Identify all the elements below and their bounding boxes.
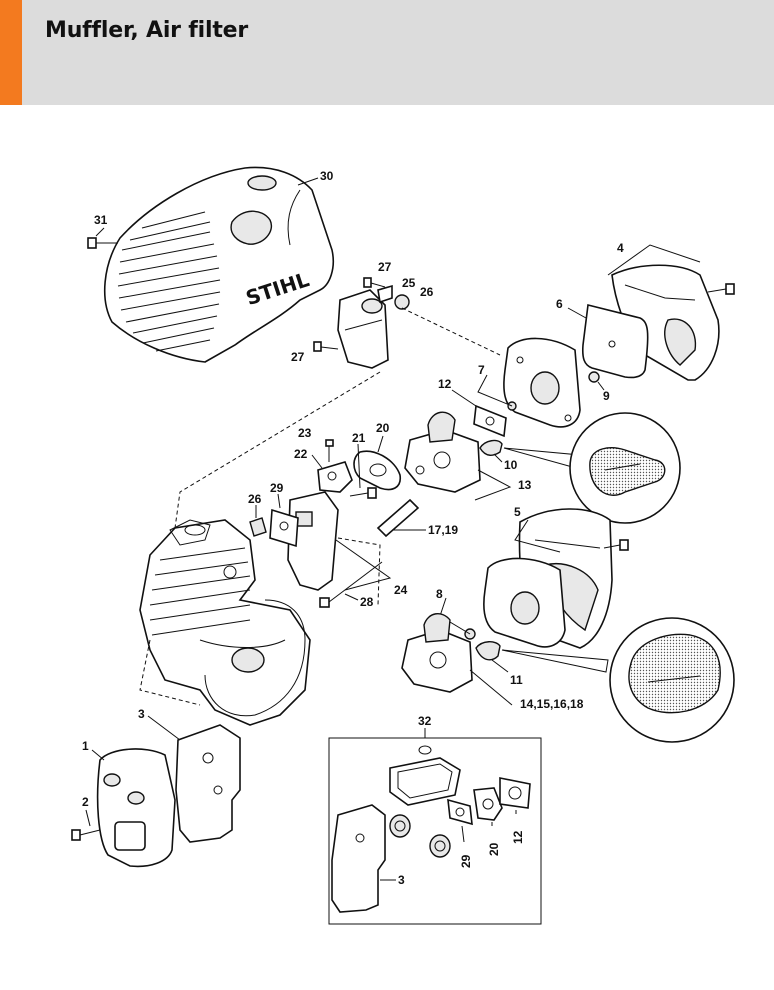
callout-21: 21 (352, 431, 366, 445)
callout-22: 22 (294, 447, 308, 461)
callout-1: 1 (82, 739, 89, 753)
air-filter-6-part (581, 304, 649, 379)
callout-3a: 3 (138, 707, 145, 721)
part-22 (317, 461, 353, 493)
gasket-29a-part (269, 508, 299, 548)
engine-assembly-part (139, 519, 311, 726)
callout-13: 13 (518, 478, 532, 492)
shroud-part: STIHL (103, 166, 335, 363)
callout-5: 5 (514, 505, 521, 519)
screw-27a-part (363, 277, 386, 288)
screw-5-part (603, 539, 629, 551)
callout-17: 17,19 (428, 523, 458, 537)
page-title: Muffler, Air filter (45, 18, 249, 43)
callout-20a: 20 (376, 421, 390, 435)
callout-10: 10 (504, 458, 518, 472)
callout-25: 25 (402, 276, 416, 290)
callout-27b: 27 (291, 350, 305, 364)
gasket-kit-32-box: 32 3 (328, 714, 542, 925)
part-25-cap (377, 284, 393, 304)
callout-3b: 3 (398, 873, 405, 887)
callout-4: 4 (617, 241, 624, 255)
gasket-29b-part (447, 798, 473, 826)
tube-17-part (376, 498, 420, 538)
screw-4-part (707, 283, 735, 295)
screw-21-part (349, 487, 377, 499)
callout-2: 2 (82, 795, 89, 809)
screw-23-part (325, 439, 334, 462)
part-26a (394, 294, 410, 310)
callout-12b: 12 (511, 830, 525, 844)
callout-24: 24 (394, 583, 408, 597)
part-26b (249, 517, 267, 537)
callout-26b: 26 (248, 492, 262, 506)
callout-8: 8 (436, 587, 443, 601)
filter-base-lower-part (483, 557, 566, 648)
callout-27a: 27 (378, 260, 392, 274)
choke-detail-view-lower (609, 617, 735, 743)
callout-26a: 26 (420, 285, 434, 299)
nut-9-part (588, 371, 600, 383)
choke-detail-view-upper (569, 412, 681, 524)
callout-29b: 29 (459, 854, 473, 868)
manifold-24-part (287, 491, 339, 591)
screw-28-part (319, 561, 383, 608)
callout-9: 9 (603, 389, 610, 403)
kit-seal-2-part (429, 834, 451, 858)
callout-11: 11 (510, 673, 523, 687)
kit-seal-part (389, 814, 411, 838)
gasket-12a-part (473, 404, 507, 438)
choke-knob-11-part (475, 641, 501, 661)
callout-28: 28 (360, 595, 374, 609)
header-accent-strip (0, 0, 22, 105)
screw-2-part (71, 829, 101, 841)
gasket-20a-part (353, 450, 402, 491)
callout-31: 31 (94, 213, 108, 227)
callout-32: 32 (418, 714, 432, 728)
shroud-vent-grille (117, 211, 221, 352)
filter-base-7-part (503, 337, 581, 428)
callout-14: 14,15,16,18 (520, 697, 584, 711)
callout-20b: 20 (487, 842, 501, 856)
gasket-20b-part (473, 787, 503, 821)
kit-oring-part (418, 745, 432, 755)
callout-29a: 29 (270, 481, 284, 495)
callout-30: 30 (320, 169, 334, 183)
muffler-1-part (96, 748, 176, 868)
gasket-12b-part (499, 777, 531, 809)
callout-7: 7 (478, 363, 485, 377)
kit-gasket-large-part (389, 757, 461, 806)
screw-27b-part (313, 341, 339, 352)
bracket-25-part (337, 289, 389, 369)
carburetor-14-part (401, 613, 473, 693)
screw-31-part (87, 237, 118, 249)
callout-23: 23 (298, 426, 312, 440)
callout-6: 6 (556, 297, 563, 311)
plate-3b-part (331, 804, 386, 913)
carburetor-13-part (404, 411, 481, 493)
header-bar (0, 0, 774, 105)
plate-3a-part (175, 724, 241, 843)
choke-knob-10-part (479, 439, 503, 456)
callout-12a: 12 (438, 377, 452, 391)
